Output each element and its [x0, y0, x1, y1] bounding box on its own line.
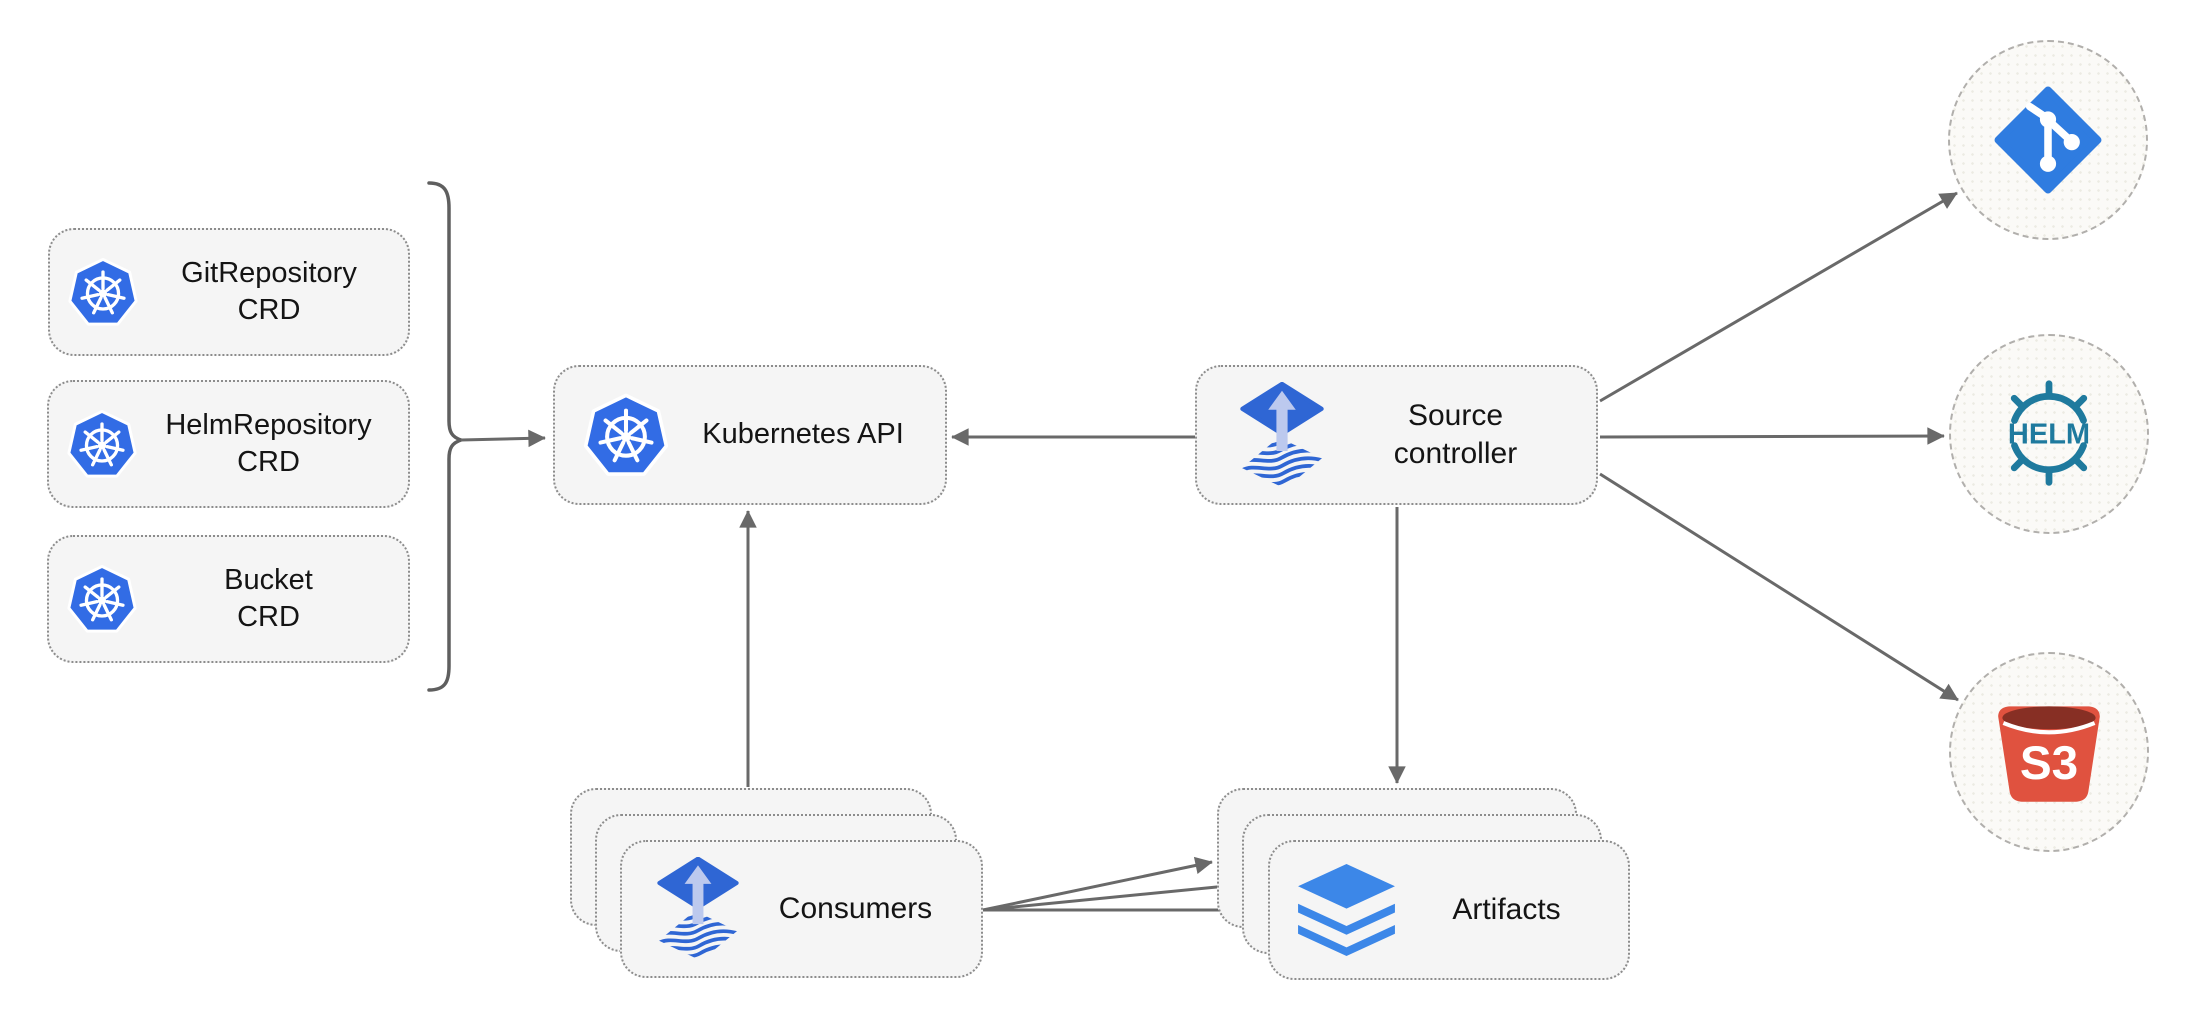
arrow-consumers-to-artifacts-1: [982, 856, 1213, 912]
node-helmrepository-crd: HelmRepository CRD: [47, 380, 410, 508]
node-label: HelmRepository CRD: [165, 408, 372, 478]
node-kubernetes-api: Kubernetes API: [553, 365, 947, 505]
external-helm-circle: HELM: [1949, 334, 2149, 534]
node-bucket-crd: Bucket CRD: [47, 535, 410, 663]
arrow-source-to-git: [1599, 191, 1958, 403]
helm-wordmark: HELM: [2008, 419, 2090, 451]
crd-group-brace: [427, 181, 467, 692]
node-label: Bucket CRD: [224, 563, 313, 633]
s3-bucket-icon: S3: [1998, 706, 2100, 802]
git-icon: [1994, 86, 2102, 194]
layers-icon: [1270, 864, 1395, 957]
arrow-source-to-s3: [1599, 472, 1959, 702]
node-label: Artifacts: [1452, 892, 1561, 926]
kubernetes-wheel-icon: [49, 562, 139, 636]
kubernetes-wheel-icon: [555, 390, 671, 480]
external-git-circle: [1948, 40, 2148, 240]
node-label: Source controller: [1393, 398, 1518, 470]
node-gitrepository-crd: GitRepository CRD: [48, 228, 410, 356]
kubernetes-wheel-icon: [50, 255, 140, 329]
node-label: Consumers: [778, 891, 933, 925]
kubernetes-wheel-icon: [49, 407, 139, 481]
node-artifacts: Artifacts: [1268, 840, 1630, 980]
arrow-source-to-helm: [1599, 427, 1945, 445]
flux-icon: [1197, 382, 1325, 489]
s3-wordmark: S3: [2020, 737, 2078, 790]
helm-icon: HELM: [2008, 380, 2090, 486]
node-label: Kubernetes API: [702, 418, 904, 451]
node-label: GitRepository CRD: [181, 256, 357, 326]
flux-icon: [622, 857, 740, 961]
external-s3-circle: S3: [1949, 652, 2149, 852]
node-consumers: Consumers: [620, 840, 983, 978]
arrow-consumers-to-artifacts-2: [982, 877, 1238, 912]
arrow-crds-to-k8s-api: [460, 429, 546, 448]
node-source-controller: Source controller: [1195, 365, 1598, 505]
